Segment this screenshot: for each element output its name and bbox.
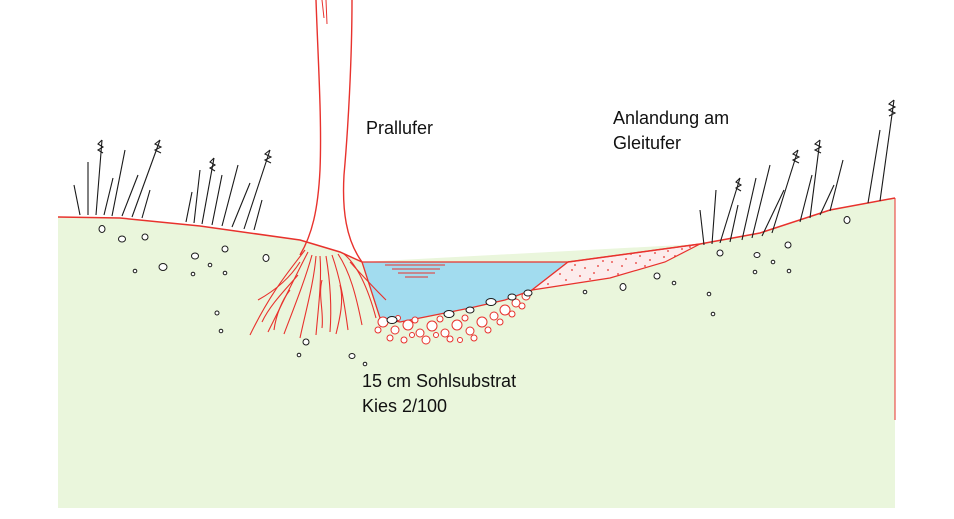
tree-roots [249,249,387,339]
gravel-substrate [374,291,531,345]
ground-surface-line [57,197,896,263]
label-prallufer: Prallufer [366,118,434,138]
tree-trunk [299,0,363,263]
grass-tufts-right [699,99,897,246]
trunk-bark-lines [321,0,328,25]
ground-soil [58,198,895,508]
gravel-stones-dark [386,289,533,324]
sand-deposit [529,243,701,291]
label-anlandung-line2: Gleitufer [613,133,682,153]
label-anlandung-line1: Anlandung am [613,108,730,128]
water-ripples [385,264,445,278]
grass-tufts-left [73,139,273,231]
soil-pebbles [98,216,851,367]
label-substrat-line2: Kies 2/100 [362,396,448,416]
label-substrat-line1: 15 cm Sohlsubstrat [362,371,517,391]
